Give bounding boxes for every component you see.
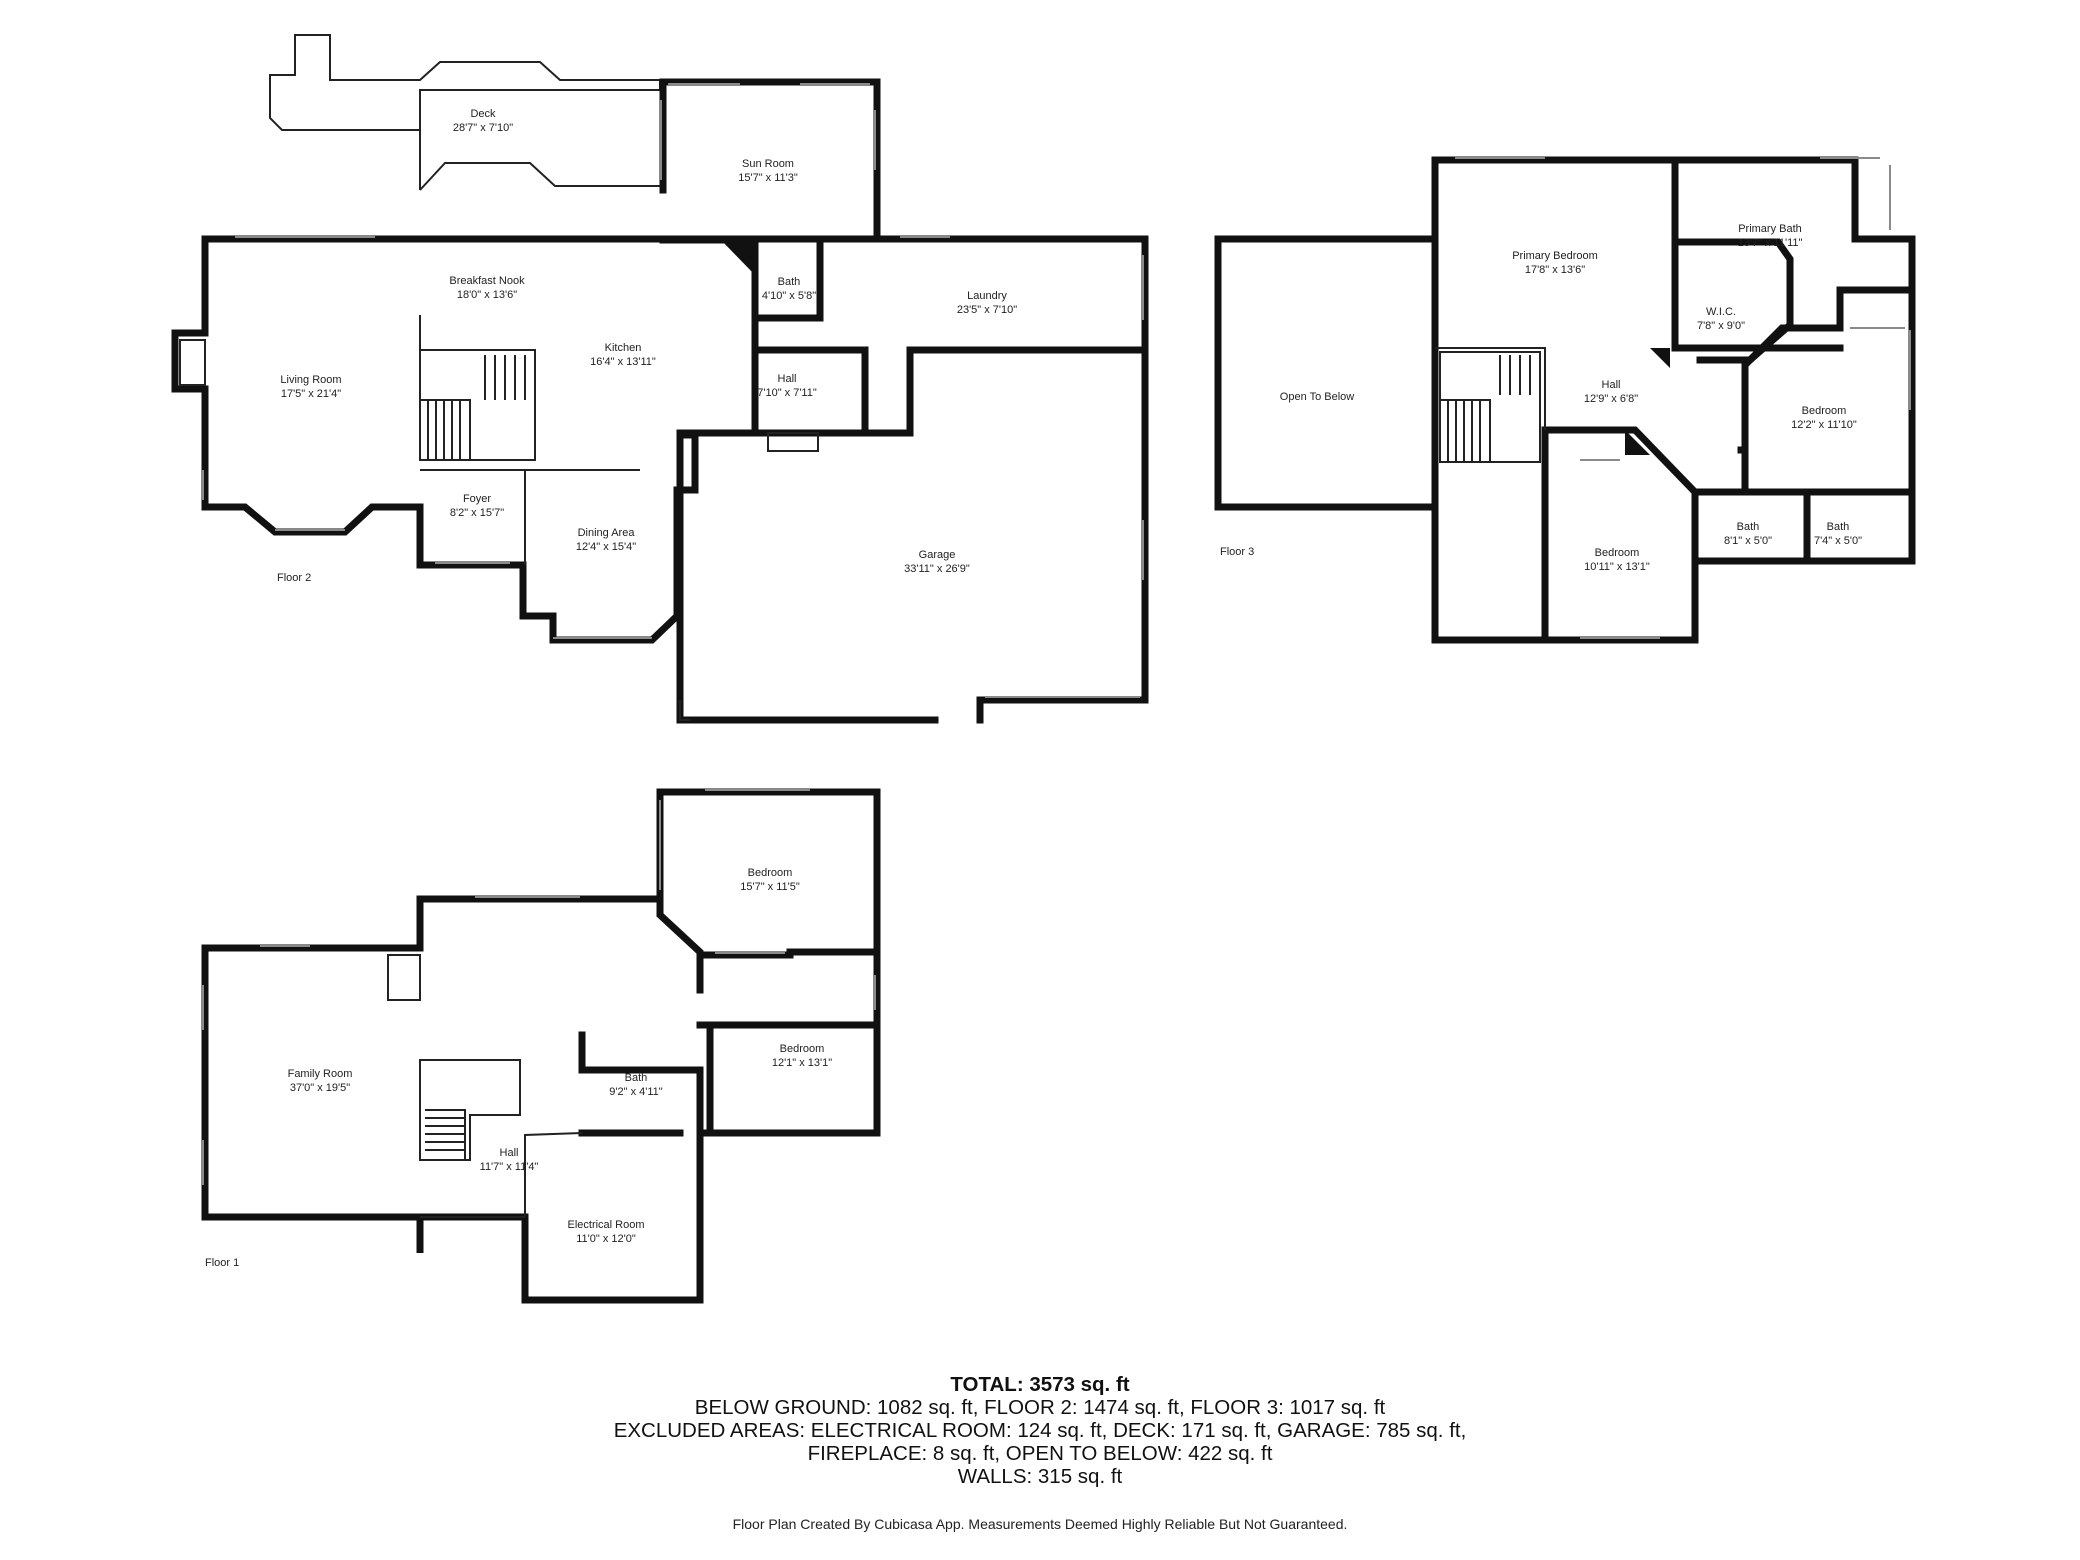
room-name-8: Hall	[778, 373, 797, 385]
fireplace-floor-1	[387, 954, 421, 1001]
floor-label-3: Floor 1	[205, 1257, 239, 1269]
sun-room-windows	[660, 83, 876, 180]
floor-1-plan	[201, 788, 881, 1304]
summary-line-1: BELOW GROUND: 1082 sq. ft, FLOOR 2: 1474…	[694, 1396, 1386, 1419]
floor-2-staircase	[419, 349, 536, 461]
room-dims-20: 7'4" x 5'0"	[1814, 535, 1862, 547]
room-name-21: Bedroom	[748, 867, 793, 879]
room-name-17: Bedroom	[1802, 405, 1847, 417]
stair-landing	[1435, 347, 1546, 430]
room-dims-25: 11'7" x 11'4"	[480, 1161, 539, 1173]
room-name-20: Bath	[1827, 521, 1850, 533]
hall-corner-fill-2	[1625, 430, 1650, 455]
room-dims-14: 7'8" x 9'0"	[1697, 320, 1745, 332]
room-name-11: Garage	[919, 549, 956, 561]
floor-label-1: Floor 2	[277, 572, 311, 584]
floor-3-windows	[1455, 157, 1911, 639]
floor-3-outer-walls	[1214, 156, 1916, 644]
bedroom-small-walls	[1541, 426, 1700, 644]
room-name-25: Hall	[500, 1147, 519, 1159]
hall-corner-fill	[1650, 348, 1670, 368]
garage-corner	[679, 700, 690, 721]
room-name-5: Bath	[778, 276, 801, 288]
bedroom-bath-walls	[1691, 286, 1916, 565]
floor-2-windows	[202, 236, 1144, 639]
room-name-14: W.I.C.	[1706, 306, 1736, 318]
room-name-23: Bath	[625, 1072, 648, 1084]
room-dims-3: 18'0" x 13'6"	[457, 289, 517, 301]
kitchen-corner-fill	[720, 239, 755, 275]
floor-1-hall-partitions	[419, 1059, 583, 1218]
room-dims-2: 15'7" x 11'3"	[738, 172, 798, 184]
room-name-12: Primary Bedroom	[1512, 250, 1598, 262]
room-dims-21: 15'7" x 11'5"	[740, 881, 800, 893]
deck-bay-outline	[419, 130, 660, 191]
room-labels: Deck 28'7" x 7'10" Sun Room 15'7" x 11'3" Br…	[280, 108, 1862, 1245]
room-name-7: Living Room	[280, 374, 341, 386]
room-dims-19: 8'1" x 5'0"	[1724, 535, 1772, 547]
floor-2-main-walls	[171, 235, 759, 644]
room-dims-24: 12'1" x 13'1"	[772, 1057, 832, 1069]
primary-suite-walls	[1431, 156, 1844, 511]
deck-outline	[269, 34, 661, 131]
room-name-18: Bedroom	[1595, 547, 1640, 559]
room-dims-11: 33'11" x 26'9"	[904, 563, 970, 575]
total-area: TOTAL: 3573 sq. ft	[950, 1373, 1130, 1396]
room-name-2: Sun Room	[742, 158, 794, 170]
garage-walls	[676, 346, 1149, 724]
floor-1-windows	[202, 789, 876, 1185]
room-dims-7: 17'5" x 21'4"	[281, 388, 341, 400]
room-name-24: Bedroom	[780, 1043, 825, 1055]
room-name-3: Breakfast Nook	[449, 275, 525, 287]
laundry-walls	[659, 235, 1149, 437]
room-dims-6: 23'5" x 7'10"	[957, 304, 1017, 316]
area-summary: TOTAL: 3573 sq. ft BELOW GROUND: 1082 sq…	[0, 1373, 2080, 1488]
room-dims-16: 12'9" x 6'8"	[1584, 393, 1638, 405]
room-dims-10: 12'4" x 15'4"	[576, 541, 636, 553]
room-dims-22: 37'0" x 19'5"	[290, 1082, 350, 1094]
room-dims-8: 7'10" x 7'11"	[757, 387, 817, 399]
room-dims-18: 10'11" x 13'1"	[1584, 561, 1650, 573]
room-name-15: Open To Below	[1280, 391, 1354, 403]
room-dims-13: 13'7" x 11'11"	[1738, 237, 1803, 249]
floor-1-bedroom-walls	[578, 895, 881, 1137]
room-dims-1: 28'7" x 7'10"	[453, 122, 513, 134]
floor-1-staircase	[425, 1109, 466, 1160]
room-dims-9: 8'2" x 15'7"	[450, 507, 504, 519]
floor-label-2: Floor 3	[1220, 546, 1254, 558]
room-name-16: Hall	[1602, 379, 1621, 391]
room-dims-5: 4'10" x 5'8"	[762, 290, 816, 302]
floor-1-outer-walls	[201, 788, 881, 1304]
sun-room-walls	[659, 78, 881, 243]
credit-note: Floor Plan Created By Cubicasa App. Meas…	[732, 1516, 1348, 1532]
hall-entry-step	[767, 432, 819, 452]
room-dims-23: 9'2" x 4'11"	[609, 1086, 662, 1098]
floor-2-plan	[171, 34, 1149, 724]
floor-labels: Floor 2 Floor 3 Floor 1	[205, 546, 1254, 1269]
room-dims-4: 16'4" x 13'11"	[590, 356, 656, 368]
room-name-19: Bath	[1737, 521, 1760, 533]
room-name-9: Foyer	[463, 493, 491, 505]
room-dims-26: 11'0" x 12'0"	[576, 1233, 636, 1245]
room-name-22: Family Room	[288, 1068, 353, 1080]
room-name-6: Laundry	[967, 290, 1007, 302]
summary-line-4: WALLS: 315 sq. ft	[957, 1465, 1123, 1488]
floor-3-staircase	[1439, 351, 1541, 463]
room-dims-17: 12'2" x 11'10"	[1791, 419, 1857, 431]
floor-3-plan	[1214, 156, 1916, 644]
room-name-13: Primary Bath	[1738, 223, 1802, 235]
room-name-26: Electrical Room	[567, 1219, 644, 1231]
room-name-4: Kitchen	[605, 342, 642, 354]
room-name-10: Dining Area	[578, 527, 636, 539]
room-name-1: Deck	[470, 108, 496, 120]
summary-line-3: FIREPLACE: 8 sq. ft, OPEN TO BELOW: 422 …	[807, 1442, 1273, 1465]
bath-hall-walls	[751, 236, 869, 437]
summary-line-2: EXCLUDED AREAS: ELECTRICAL ROOM: 124 sq.…	[613, 1419, 1467, 1442]
room-dims-12: 17'8" x 13'6"	[1525, 264, 1585, 276]
fireplace-floor-2	[179, 339, 206, 386]
